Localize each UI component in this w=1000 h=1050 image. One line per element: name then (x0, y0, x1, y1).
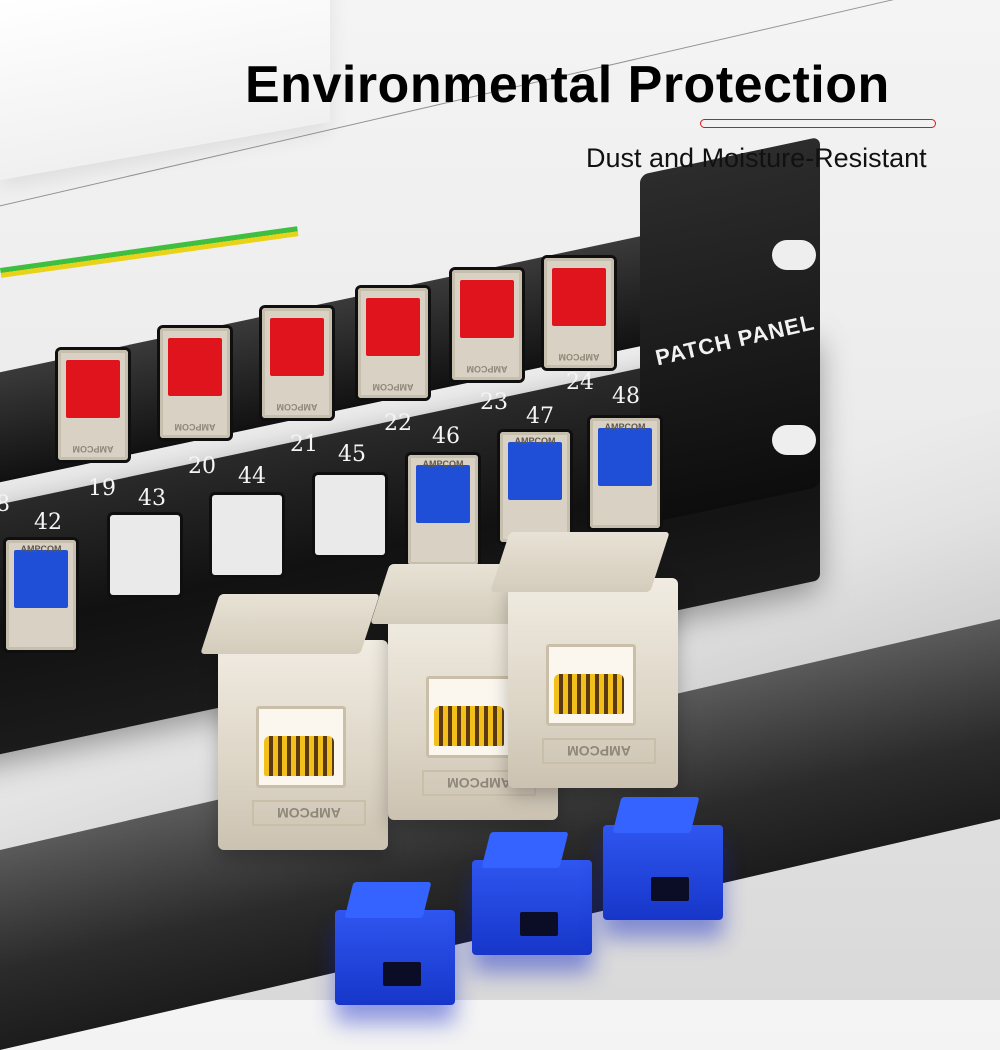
port-24: AMPCOM (544, 258, 614, 368)
port-number: 48 (612, 384, 640, 409)
port-brand: AMPCOM (604, 422, 646, 432)
port-number: 46 (432, 424, 460, 449)
port-number: 22 (384, 411, 412, 436)
keystone-brand: AMPCOM (252, 800, 366, 826)
port-number: 42 (34, 510, 62, 535)
keystone-brand: AMPCOM (542, 738, 656, 764)
dust-cap (603, 797, 723, 920)
accent-divider (700, 119, 936, 128)
port-23: AMPCOM (452, 270, 522, 380)
red-jack-icon (366, 298, 420, 356)
port-43-empty (110, 515, 180, 595)
port-44-empty (212, 495, 282, 575)
port-brand: AMPCOM (422, 459, 464, 469)
red-jack-icon (552, 268, 606, 326)
port-number-partial: 8 (0, 492, 10, 517)
port-number: 47 (526, 404, 554, 429)
blue-jack-icon (508, 442, 562, 500)
port-brand: AMPCOM (558, 352, 600, 362)
port-42: AMPCOM (6, 540, 76, 650)
red-jack-icon (270, 318, 324, 376)
port-number: 23 (480, 390, 508, 415)
port-46: AMPCOM (408, 455, 478, 565)
blue-jack-icon (598, 428, 652, 486)
keystone-shield-top (200, 594, 380, 654)
dust-cap-slot (520, 912, 558, 936)
dust-cap (472, 832, 592, 955)
port-45-empty (315, 475, 385, 555)
keystone-module: AMPCOM (200, 594, 388, 850)
blue-jack-icon (416, 465, 470, 523)
mounting-hole-bottom (772, 425, 816, 455)
gold-pins-icon (264, 736, 334, 776)
dust-cap-top (481, 832, 569, 868)
red-jack-icon (66, 360, 120, 418)
keystone-shield-top (490, 532, 670, 592)
page-subtitle: Dust and Moisture-Resistant (586, 143, 927, 173)
port-brand: AMPCOM (174, 422, 216, 432)
port-brand: AMPCOM (276, 402, 318, 412)
red-jack-icon (460, 280, 514, 338)
gold-pins-icon (554, 674, 624, 714)
port-47: AMPCOM (500, 432, 570, 542)
port-19: AMPCOM (58, 350, 128, 460)
mounting-hole-top (772, 240, 816, 270)
port-brand: AMPCOM (72, 444, 114, 454)
port-number: 19 (88, 476, 116, 501)
blue-jack-icon (14, 550, 68, 608)
keystone-module: AMPCOM (490, 532, 678, 788)
port-number: 20 (188, 454, 216, 479)
port-20: AMPCOM (160, 328, 230, 438)
port-22: AMPCOM (358, 288, 428, 398)
page-title: Environmental Protection (245, 56, 890, 114)
gold-pins-icon (434, 706, 504, 746)
port-number: 43 (138, 486, 166, 511)
port-48: AMPCOM (590, 418, 660, 528)
port-number: 21 (290, 432, 318, 457)
dust-cap-slot (651, 877, 689, 901)
port-brand: AMPCOM (20, 544, 62, 554)
port-brand: AMPCOM (514, 436, 556, 446)
port-brand: AMPCOM (372, 382, 414, 392)
red-jack-icon (168, 338, 222, 396)
port-number: 44 (238, 464, 266, 489)
port-number: 24 (566, 370, 594, 395)
dust-cap (335, 882, 455, 1005)
dust-cap-top (344, 882, 432, 918)
dust-cap-slot (383, 962, 421, 986)
ground-wire (0, 226, 299, 278)
port-21: AMPCOM (262, 308, 332, 418)
port-number: 45 (338, 442, 366, 467)
dust-cap-top (612, 797, 700, 833)
port-brand: AMPCOM (466, 364, 508, 374)
